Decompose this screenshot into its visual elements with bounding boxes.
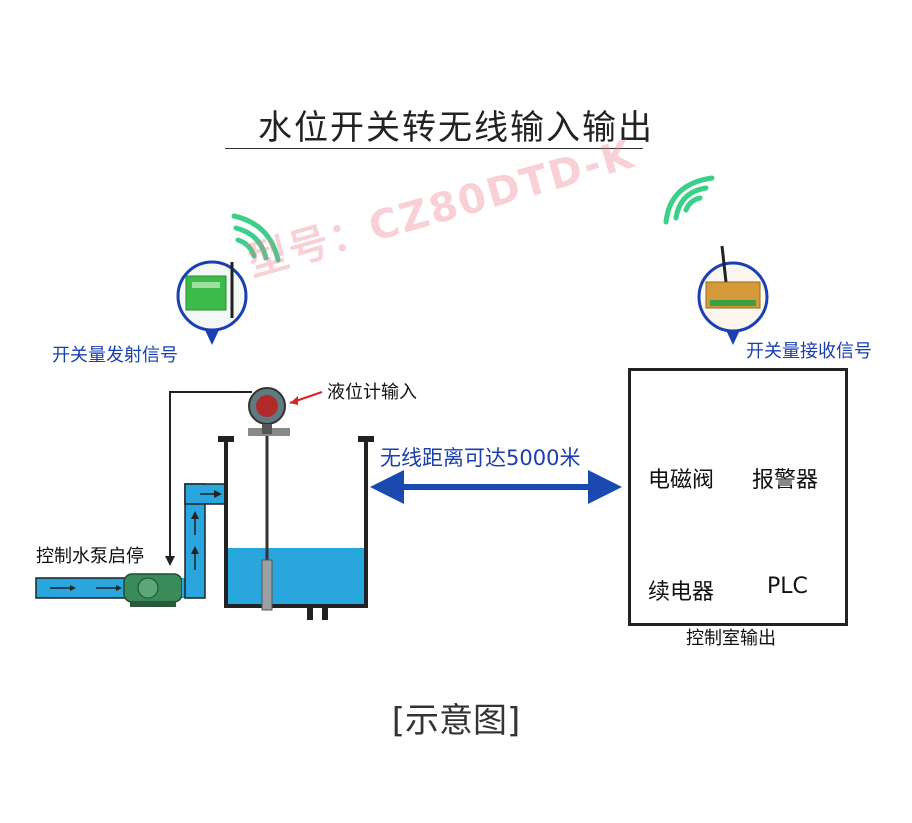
- level-input-label: 液位计输入: [327, 382, 417, 403]
- relay-label: 续电器: [648, 580, 715, 605]
- plc-label: PLC: [767, 574, 808, 599]
- flow-arrows: [191, 490, 222, 570]
- transmitter-device-icon: [176, 260, 248, 345]
- receiver-device-icon: [697, 245, 769, 345]
- pump-control-label: 控制水泵启停: [36, 546, 144, 567]
- control-room-output-label: 控制室输出: [686, 628, 776, 649]
- page-title: 水位开关转无线输入输出: [258, 108, 654, 148]
- level-meter-icon: [248, 387, 290, 611]
- solenoid-valve-label: 电磁阀: [648, 468, 715, 493]
- receiver-label: 开关量接收信号: [746, 341, 872, 362]
- alarm-label: 报警器: [752, 468, 819, 493]
- water-pump-icon: [123, 573, 183, 607]
- control-wire-arrow: [165, 556, 175, 566]
- control-room-box: [628, 368, 848, 626]
- wireless-distance-label: 无线距离可达5000米: [380, 446, 581, 470]
- control-wire: [169, 391, 252, 556]
- wireless-link-arrow: [370, 470, 622, 504]
- diagram-caption: [示意图]: [391, 701, 521, 741]
- transmitter-signal-icon: [231, 213, 281, 263]
- title-underline: [225, 148, 643, 149]
- transmitter-label: 开关量发射信号: [52, 345, 178, 366]
- receiver-signal-icon: [663, 175, 715, 225]
- water-tank: [218, 436, 374, 620]
